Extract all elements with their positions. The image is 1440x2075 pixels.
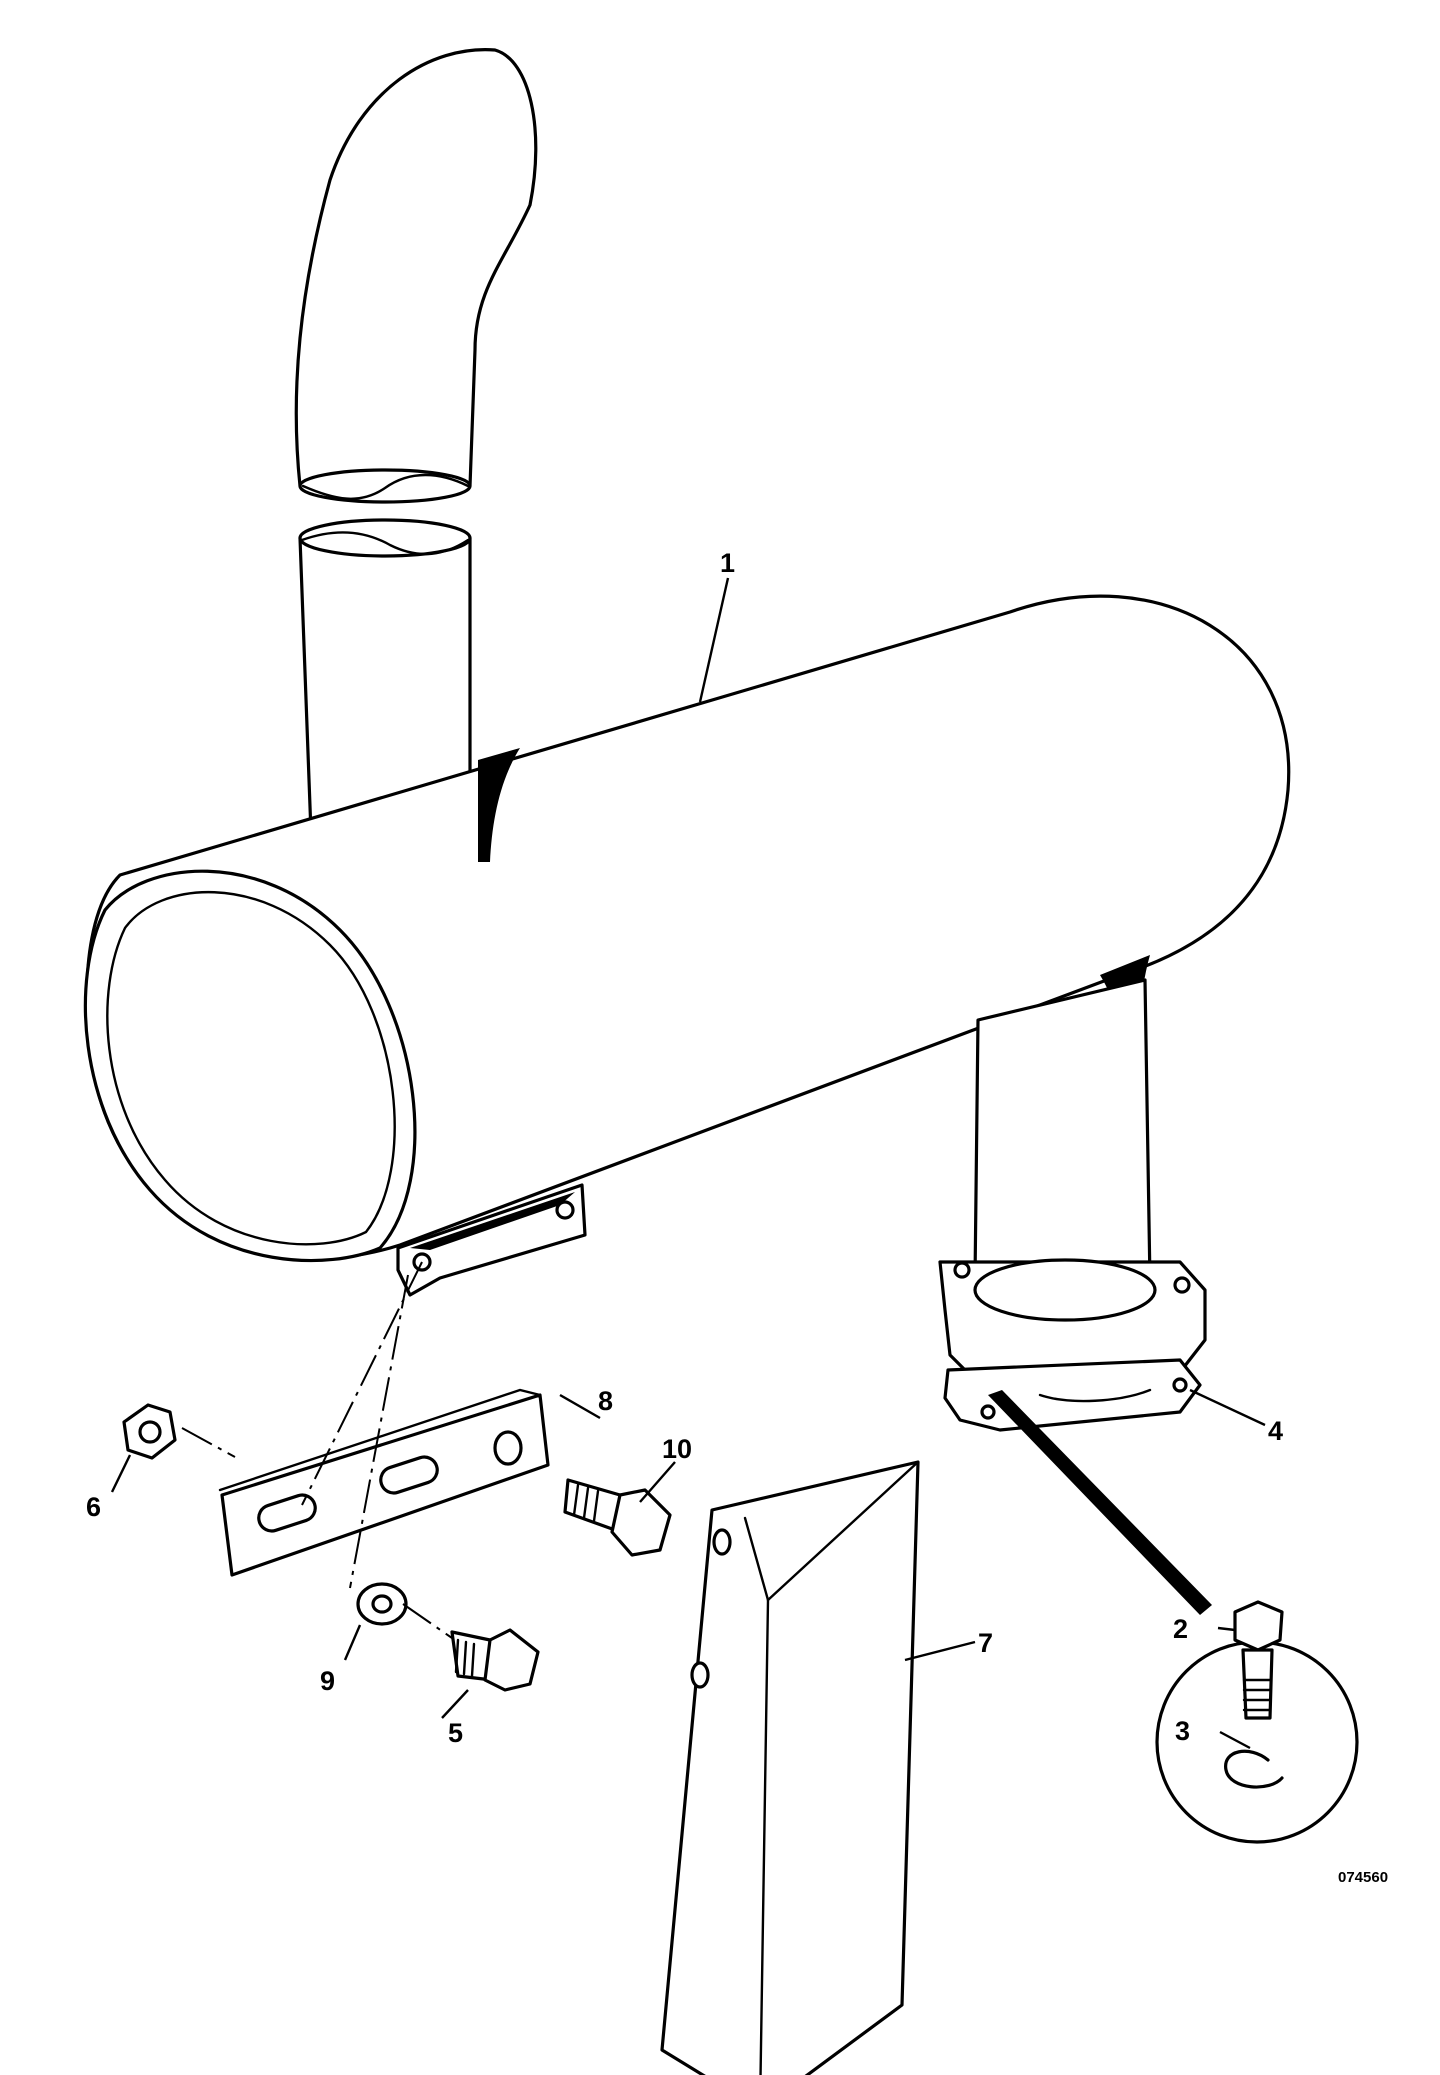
tailpipe-elbow [294,48,538,504]
drawing-number: 074560 [1338,1869,1388,1886]
callout-2: 2 [1173,1614,1188,1644]
bolt-5 [450,1628,540,1692]
detail-view [988,1390,1359,1844]
mounting-bar [218,1388,550,1577]
callout-1: 1 [720,548,735,578]
nut [122,1403,177,1460]
angle-bracket [660,1460,920,2075]
downpipe-flange [938,978,1207,1432]
washer [356,1582,408,1626]
callout-labels: 1 2 3 4 5 6 7 8 9 10 [86,548,1283,1748]
callout-7: 7 [978,1628,993,1658]
callout-4: 4 [1268,1416,1283,1446]
callout-3: 3 [1175,1716,1190,1746]
callout-10: 10 [662,1434,692,1464]
callout-5: 5 [448,1718,463,1748]
callout-9: 9 [320,1666,335,1696]
callout-8: 8 [598,1386,613,1416]
silencer-mounting-lug [396,1183,587,1297]
leader-lines [110,577,1266,1750]
assembly-centre-lines [181,1261,453,1639]
bolt-10 [563,1478,672,1557]
callout-6: 6 [86,1492,101,1522]
